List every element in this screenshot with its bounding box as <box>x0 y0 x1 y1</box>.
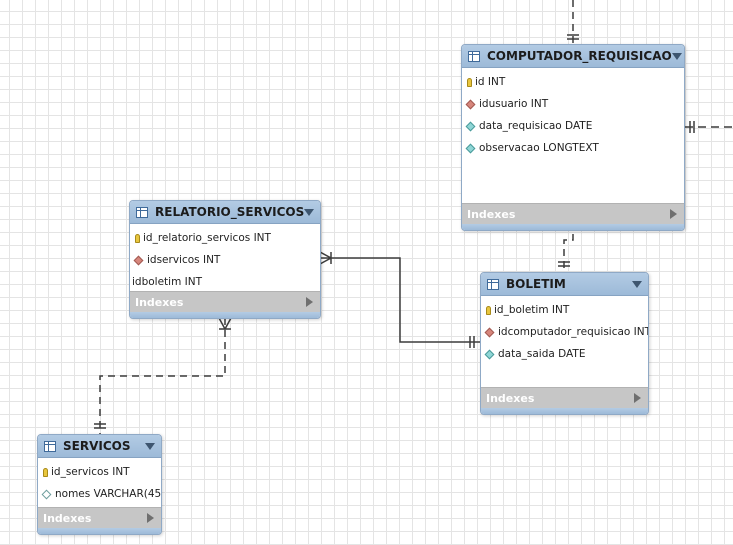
column-row[interactable]: nomes VARCHAR(45) <box>38 483 161 505</box>
column-label: data_requisicao DATE <box>479 120 593 132</box>
foreign-key-icon <box>133 255 144 265</box>
indexes-section[interactable]: Indexes <box>130 291 320 312</box>
entity-footer <box>481 408 648 414</box>
indexes-section[interactable]: Indexes <box>462 203 684 224</box>
entity-header[interactable]: RELATORIO_SERVICOS <box>130 201 320 224</box>
table-icon <box>136 206 148 218</box>
entity-header[interactable]: SERVICOS <box>38 435 161 458</box>
collapse-caret-icon[interactable] <box>304 208 315 216</box>
table-icon <box>44 440 56 452</box>
collapse-caret-icon[interactable] <box>145 442 155 450</box>
column-label: nomes VARCHAR(45) <box>55 488 162 500</box>
column-label: idboletim INT <box>132 276 203 288</box>
column-row[interactable]: id_relatorio_servicos INT <box>130 227 320 249</box>
column-label: id_boletim INT <box>494 304 570 316</box>
column-label: idcomputador_requisicao INT <box>498 326 649 338</box>
indexes-label: Indexes <box>467 207 516 221</box>
entity-footer <box>38 528 161 534</box>
entity-header[interactable]: COMPUTADOR_REQUISICAO <box>462 45 684 68</box>
column-row[interactable]: data_saida DATE <box>481 343 648 365</box>
entity-servicos[interactable]: SERVICOS id_servicos INT nomes VARCHAR(4… <box>37 434 162 535</box>
indexes-label: Indexes <box>486 391 535 405</box>
nullable-attribute-icon <box>41 489 52 499</box>
indexes-label: Indexes <box>43 511 92 525</box>
collapse-caret-icon[interactable] <box>632 280 642 288</box>
column-row[interactable]: idservicos INT <box>130 249 320 271</box>
entity-boletim[interactable]: BOLETIM id_boletim INT idcomputador_requ… <box>480 272 649 415</box>
entity-footer <box>130 312 320 318</box>
relationship-computador-requisicao-right[interactable] <box>685 121 733 133</box>
column-label: id_relatorio_servicos INT <box>143 232 271 244</box>
expand-arrow-icon[interactable] <box>147 513 154 523</box>
entity-name: BOLETIM <box>506 277 566 291</box>
column-row[interactable]: idboletim INT <box>130 271 320 293</box>
indexes-section[interactable]: Indexes <box>481 387 648 408</box>
primary-key-icon <box>43 467 48 477</box>
column-label: idservicos INT <box>147 254 221 266</box>
primary-key-icon <box>467 77 472 87</box>
entity-header[interactable]: BOLETIM <box>481 273 648 296</box>
column-label: observacao LONGTEXT <box>479 142 599 154</box>
column-label: idusuario INT <box>479 98 549 110</box>
expand-arrow-icon[interactable] <box>634 393 641 403</box>
column-label: id INT <box>475 76 506 88</box>
indexes-section[interactable]: Indexes <box>38 507 161 528</box>
collapse-caret-icon[interactable] <box>671 52 682 60</box>
table-icon <box>468 50 480 62</box>
entity-relatorio-servicos[interactable]: RELATORIO_SERVICOS id_relatorio_servicos… <box>129 200 321 319</box>
foreign-key-icon <box>465 99 476 109</box>
primary-key-icon <box>135 233 140 243</box>
primary-key-icon <box>486 305 491 315</box>
column-label: data_saida DATE <box>498 348 586 360</box>
column-row[interactable]: observacao LONGTEXT <box>462 137 684 159</box>
attribute-icon <box>465 121 476 131</box>
foreign-key-icon <box>484 327 495 337</box>
column-row[interactable]: idcomputador_requisicao INT <box>481 321 648 343</box>
column-label: id_servicos INT <box>51 466 130 478</box>
entity-name: RELATORIO_SERVICOS <box>155 205 305 219</box>
attribute-icon <box>484 349 495 359</box>
relationship-computador-requisicao-top[interactable] <box>567 0 579 44</box>
indexes-label: Indexes <box>135 295 184 309</box>
column-row[interactable]: data_requisicao DATE <box>462 115 684 137</box>
entity-footer <box>462 224 684 230</box>
relationship-boletim-relatorio-servicos[interactable] <box>319 251 481 348</box>
column-row[interactable]: id INT <box>462 71 684 93</box>
column-row[interactable]: id_boletim INT <box>481 299 648 321</box>
entity-name: SERVICOS <box>63 439 131 453</box>
expand-arrow-icon[interactable] <box>306 297 313 307</box>
entity-name: COMPUTADOR_REQUISICAO <box>487 49 672 63</box>
column-row[interactable]: id_servicos INT <box>38 461 161 483</box>
relationship-relatorio-servicos-servicos[interactable] <box>94 317 232 434</box>
column-row[interactable]: idusuario INT <box>462 93 684 115</box>
table-icon <box>487 278 499 290</box>
expand-arrow-icon[interactable] <box>670 209 677 219</box>
attribute-icon <box>465 143 476 153</box>
entity-computador-requisicao[interactable]: COMPUTADOR_REQUISICAO id INT idusuario I… <box>461 44 685 231</box>
